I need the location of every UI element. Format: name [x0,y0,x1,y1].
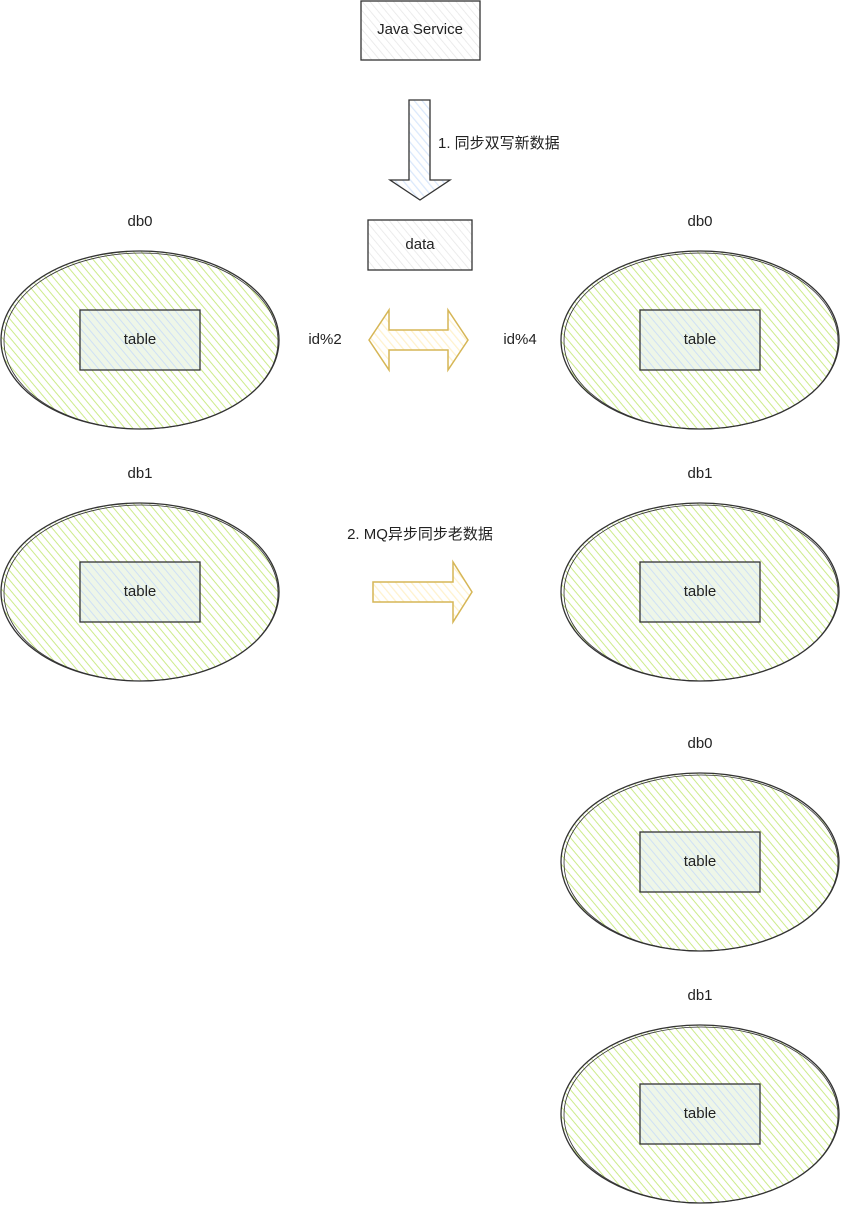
right-shard-rule: id%4 [503,331,536,348]
right-db3[interactable]: db1 table [560,987,840,1204]
left-shard-rule: id%2 [308,331,341,348]
table-label: table [124,331,157,348]
java-service-label: Java Service [377,21,463,38]
data-node[interactable]: data [367,219,473,271]
migrate-arrow [372,559,473,625]
db-name: db0 [687,213,712,230]
left-db0[interactable]: db0 table [0,213,280,430]
db-name: db1 [127,465,152,482]
step2-label: 2. MQ异步同步老数据 [347,526,493,543]
db-name: db1 [687,987,712,1004]
right-db1[interactable]: db1 table [560,465,840,682]
step1-label: 1. 同步双写新数据 [438,135,560,152]
table-label: table [124,583,157,600]
right-db2[interactable]: db0 table [560,735,840,952]
java-service-node[interactable]: Java Service [360,0,481,61]
table-label: table [684,331,717,348]
left-db1[interactable]: db1 table [0,465,280,682]
write-down-arrow [387,99,453,201]
db-name: db0 [687,735,712,752]
db-name: db0 [127,213,152,230]
right-db0[interactable]: db0 table [560,213,840,430]
table-label: table [684,583,717,600]
bidirectional-arrow [368,307,469,373]
table-label: table [684,1105,717,1122]
table-label: table [684,853,717,870]
data-label: data [405,236,435,253]
db-name: db1 [687,465,712,482]
